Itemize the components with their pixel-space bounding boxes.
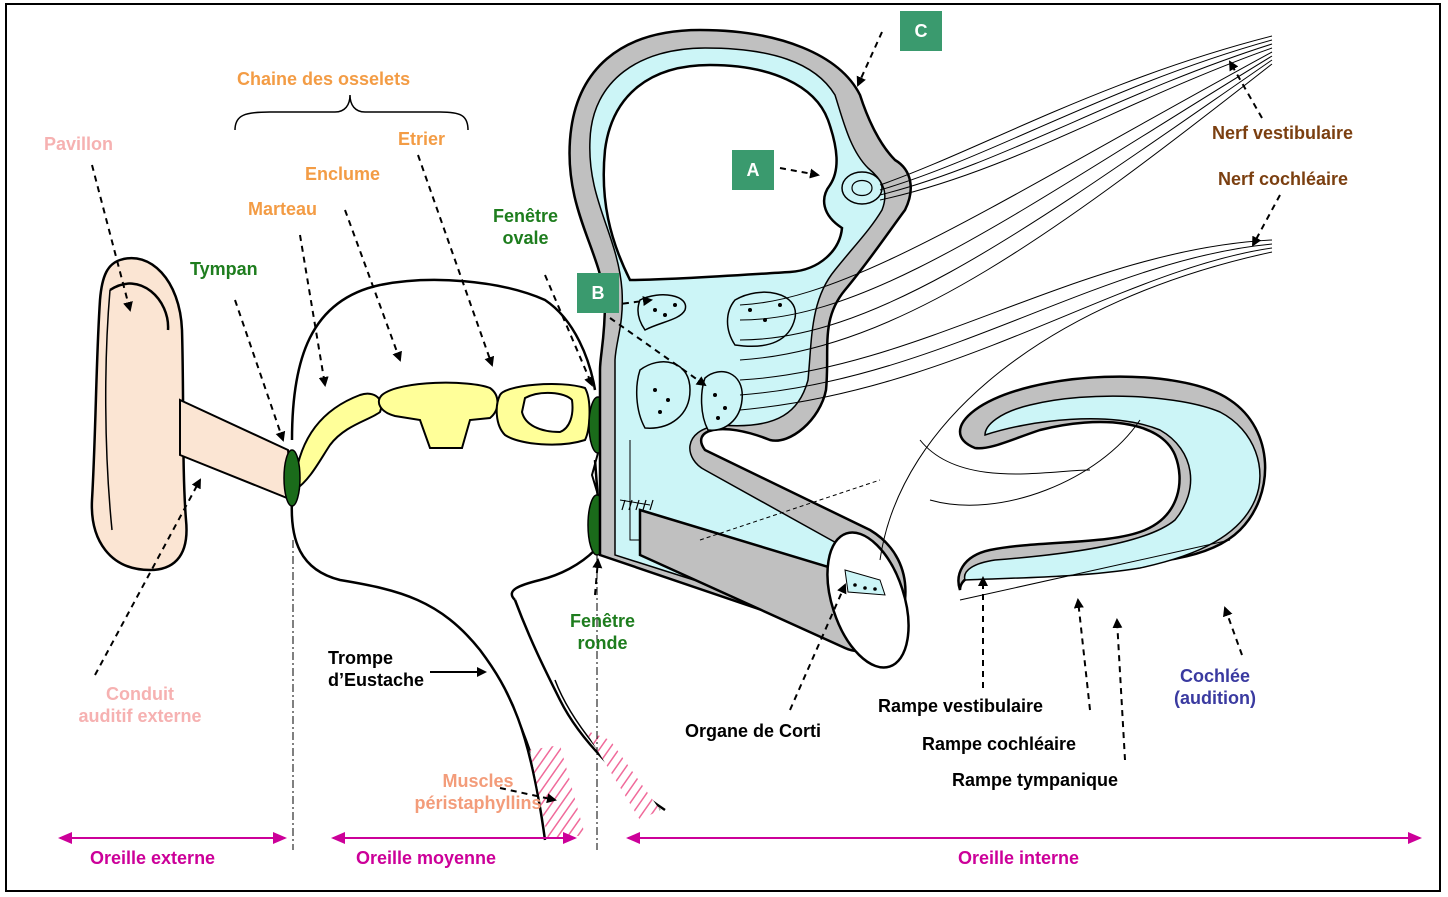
- label-conduit: Conduit auditif externe: [45, 683, 235, 727]
- label-organe: Organe de Corti: [685, 720, 821, 742]
- ossicle-enclume: [379, 383, 498, 448]
- label-fenetre-ovale: Fenêtre ovale: [478, 205, 573, 249]
- zone-label-interne: Oreille interne: [958, 847, 1079, 869]
- label-trompe-2: d’Eustache: [328, 669, 424, 691]
- marker-box-b: B: [577, 273, 619, 313]
- label-nerf-coch: Nerf cochléaire: [1218, 168, 1348, 190]
- label-muscles-2: péristaphyllins: [378, 792, 578, 814]
- ossicle-marteau: [295, 394, 381, 490]
- label-rampe-tymp: Rampe tympanique: [952, 769, 1118, 791]
- label-marteau: Marteau: [248, 198, 317, 220]
- label-fenetre-ronde-1: Fenêtre: [555, 610, 650, 632]
- label-trompe: Trompe d’Eustache: [328, 647, 424, 691]
- label-muscles: Muscles péristaphyllins: [378, 770, 578, 814]
- label-chaine: Chaine des osselets: [237, 68, 410, 90]
- label-fenetre-ovale-1: Fenêtre: [478, 205, 573, 227]
- muscle-hatch-2: [585, 730, 660, 820]
- label-conduit-2: auditif externe: [45, 705, 235, 727]
- label-cochlee: Cochlée (audition): [1150, 665, 1280, 709]
- pinna: [92, 258, 187, 570]
- label-pavillon: Pavillon: [44, 133, 113, 155]
- tympan-membrane: [284, 450, 300, 506]
- label-etrier: Etrier: [398, 128, 445, 150]
- label-rampe-coch: Rampe cochléaire: [922, 733, 1076, 755]
- label-muscles-1: Muscles: [378, 770, 578, 792]
- label-fenetre-ronde: Fenêtre ronde: [555, 610, 650, 654]
- marker-box-c: C: [900, 11, 942, 51]
- label-cochlee-1: Cochlée: [1150, 665, 1280, 687]
- cochlea-unrolled: [959, 377, 1266, 600]
- zone-label-moyenne: Oreille moyenne: [356, 847, 496, 869]
- label-fenetre-ronde-2: ronde: [555, 632, 650, 654]
- label-conduit-1: Conduit: [45, 683, 235, 705]
- marker-box-a: A: [732, 150, 774, 190]
- label-fenetre-ovale-2: ovale: [478, 227, 573, 249]
- label-cochlee-2: (audition): [1150, 687, 1280, 709]
- zone-label-externe: Oreille externe: [90, 847, 215, 869]
- label-tympan: Tympan: [190, 258, 258, 280]
- label-enclume: Enclume: [305, 163, 380, 185]
- label-trompe-1: Trompe: [328, 647, 424, 669]
- label-rampe-vest: Rampe vestibulaire: [878, 695, 1043, 717]
- ossicle-etrier: [497, 384, 590, 445]
- ossicle-bracket: [235, 95, 468, 130]
- label-nerf-vest: Nerf vestibulaire: [1212, 122, 1353, 144]
